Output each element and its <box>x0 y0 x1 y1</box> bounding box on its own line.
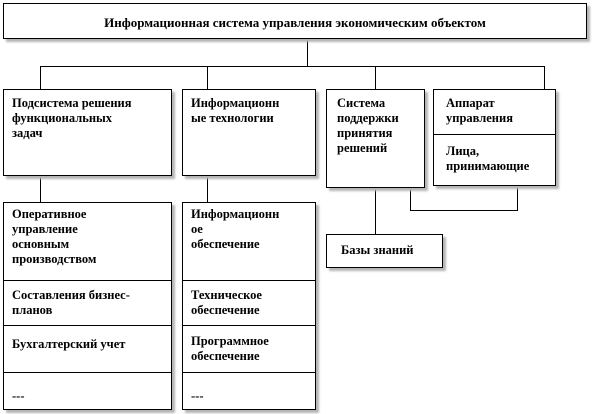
col4-sub-label: Лица, принимающие <box>446 144 530 173</box>
col1-stem <box>40 176 41 202</box>
drop-col4 <box>544 66 545 89</box>
top-bus <box>40 66 544 67</box>
root-label: Информационная система управления эконом… <box>104 15 486 30</box>
knowledge-base-label: Базы знаний <box>341 243 414 257</box>
col1-divider-3 <box>4 372 171 373</box>
root-stem <box>307 39 308 66</box>
root-box: Информационная система управления эконом… <box>3 3 587 39</box>
col2-header-label: Информационн ые технологии <box>191 96 280 125</box>
col2-header-box: Информационн ые технологии <box>182 89 316 176</box>
drop-col3 <box>375 66 376 89</box>
col3-header-label: Система поддержки принятия решений <box>337 96 399 155</box>
col2-stem <box>207 176 208 202</box>
col1-header-label: Подсистема решения функциональных задач <box>12 96 132 140</box>
list-item: Информационн ое обеспечение <box>191 207 280 251</box>
list-item: Бухгалтерский учет <box>12 337 126 351</box>
list-item: --- <box>12 389 25 403</box>
link-up <box>517 186 518 211</box>
drop-col2 <box>207 66 208 89</box>
col2-items-box: Информационн ое обеспечение Техническое … <box>182 202 316 410</box>
col1-divider-2 <box>4 325 171 326</box>
link-right <box>410 188 411 211</box>
list-item: --- <box>191 389 204 403</box>
col3-header-box: Система поддержки принятия решений <box>326 89 425 188</box>
list-item: Программное обеспечение <box>191 334 269 363</box>
col2-divider-1 <box>183 280 315 281</box>
col1-divider-1 <box>4 280 171 281</box>
col3-stem <box>375 188 376 234</box>
link-bottom <box>410 210 518 211</box>
col1-items-box: Оперативное управление основным производ… <box>3 202 172 410</box>
col1-header-box: Подсистема решения функциональных задач <box>3 89 172 176</box>
col4-header-label: Аппарат управления <box>446 96 513 125</box>
col2-divider-3 <box>183 372 315 373</box>
list-item: Составления бизнес- планов <box>12 288 130 317</box>
list-item: Оперативное управление основным производ… <box>12 207 97 266</box>
col4-divider <box>434 134 555 135</box>
col4-header-box: Аппарат управления Лица, принимающие <box>433 89 556 186</box>
drop-col1 <box>40 66 41 89</box>
knowledge-base-box: Базы знаний <box>326 234 443 268</box>
col2-divider-2 <box>183 325 315 326</box>
list-item: Техническое обеспечение <box>191 288 262 317</box>
